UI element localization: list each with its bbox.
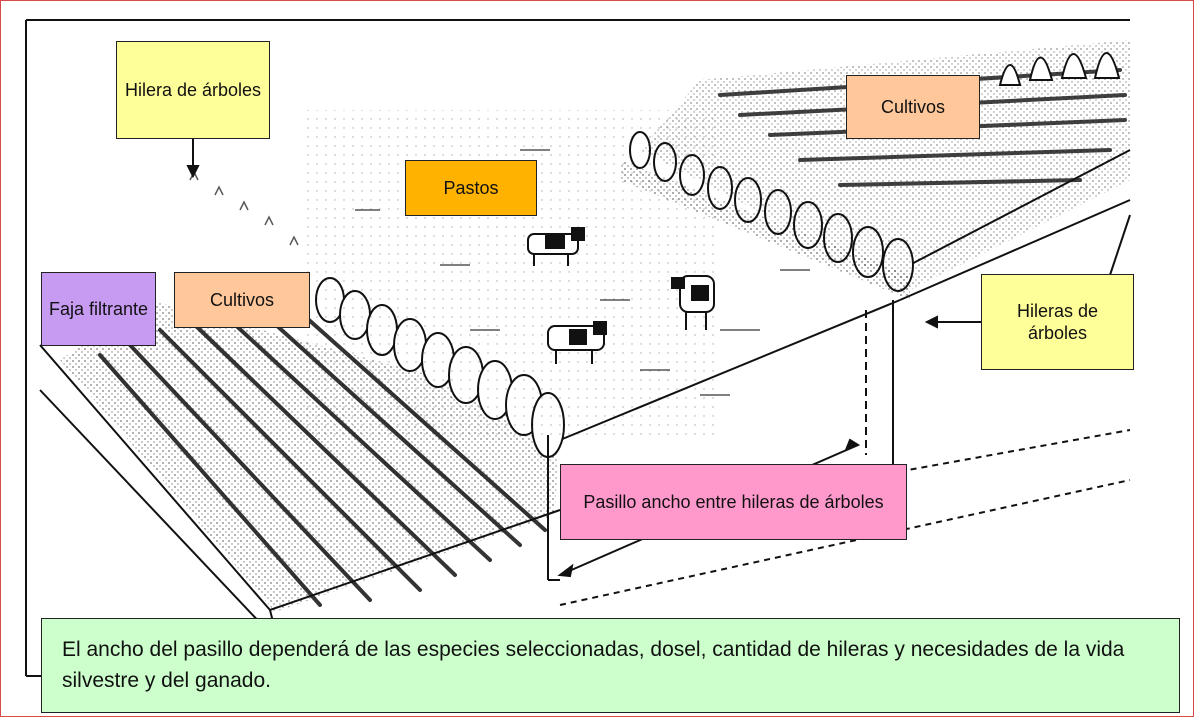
label-faja-text: Faja filtrante (48, 298, 149, 319)
cow-icon (671, 275, 715, 330)
label-pasillo: Pasillo ancho entre hileras de árboles (560, 464, 907, 540)
cow-icon (547, 321, 607, 364)
right-tree-understory (620, 160, 910, 300)
grass-tufts (355, 149, 810, 396)
cow-icon (527, 227, 585, 266)
label-tree-row-text: Hilera de árboles (124, 79, 262, 100)
label-pastos-text: Pastos (443, 177, 499, 198)
label-arrows (186, 139, 1131, 329)
label-cultivos-right: Cultivos (846, 75, 980, 139)
label-cultivos-left: Cultivos (174, 272, 310, 328)
label-tree-rows: Hileras de árboles (981, 274, 1134, 370)
far-right-trees (998, 52, 1121, 86)
note-box: El ancho del pasillo dependerá de las es… (41, 618, 1180, 713)
label-tree-rows-text: Hileras de árboles (1016, 300, 1099, 344)
label-pasillo-text: Pasillo ancho entre hileras de árboles (583, 491, 884, 512)
note-text: El ancho del pasillo dependerá de las es… (62, 638, 1125, 692)
label-cultivos-left-text: Cultivos (209, 289, 275, 310)
label-tree-row: Hilera de árboles (116, 41, 270, 139)
left-tree-row-far (189, 170, 299, 246)
label-cultivos-right-text: Cultivos (880, 96, 946, 117)
label-pastos: Pastos (405, 160, 537, 216)
label-faja-filtrante: Faja filtrante (41, 272, 156, 346)
